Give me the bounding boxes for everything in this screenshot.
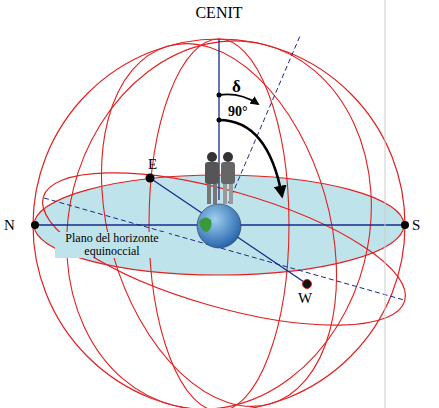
hour-circle <box>62 16 376 408</box>
cardinal-label: S <box>412 217 420 234</box>
sphere-outline <box>33 39 405 408</box>
frame-line <box>385 0 386 408</box>
cardinal-label: W <box>298 290 312 307</box>
east-west-line <box>150 178 307 284</box>
equator-axis <box>44 198 404 300</box>
zenith-label: CENIT <box>195 4 242 22</box>
cardinal-label: N <box>4 217 15 234</box>
pole-axis <box>219 36 300 225</box>
prime-vertical <box>149 39 289 408</box>
west-point <box>303 280 312 289</box>
celestial-equator <box>27 141 420 356</box>
angle-label: δ <box>232 78 241 97</box>
south-point <box>401 221 409 229</box>
continent <box>199 217 212 232</box>
east-point <box>146 174 155 183</box>
right-angle-arc <box>219 120 282 196</box>
hour-circle <box>28 8 409 408</box>
earth-globe <box>197 204 241 248</box>
angle-label: 90° <box>228 104 248 119</box>
plane-label: Plano del horizonte equinoccial <box>55 232 169 258</box>
cardinal-label: E <box>148 156 157 173</box>
north-point <box>31 221 39 229</box>
observer-figures <box>205 152 235 204</box>
